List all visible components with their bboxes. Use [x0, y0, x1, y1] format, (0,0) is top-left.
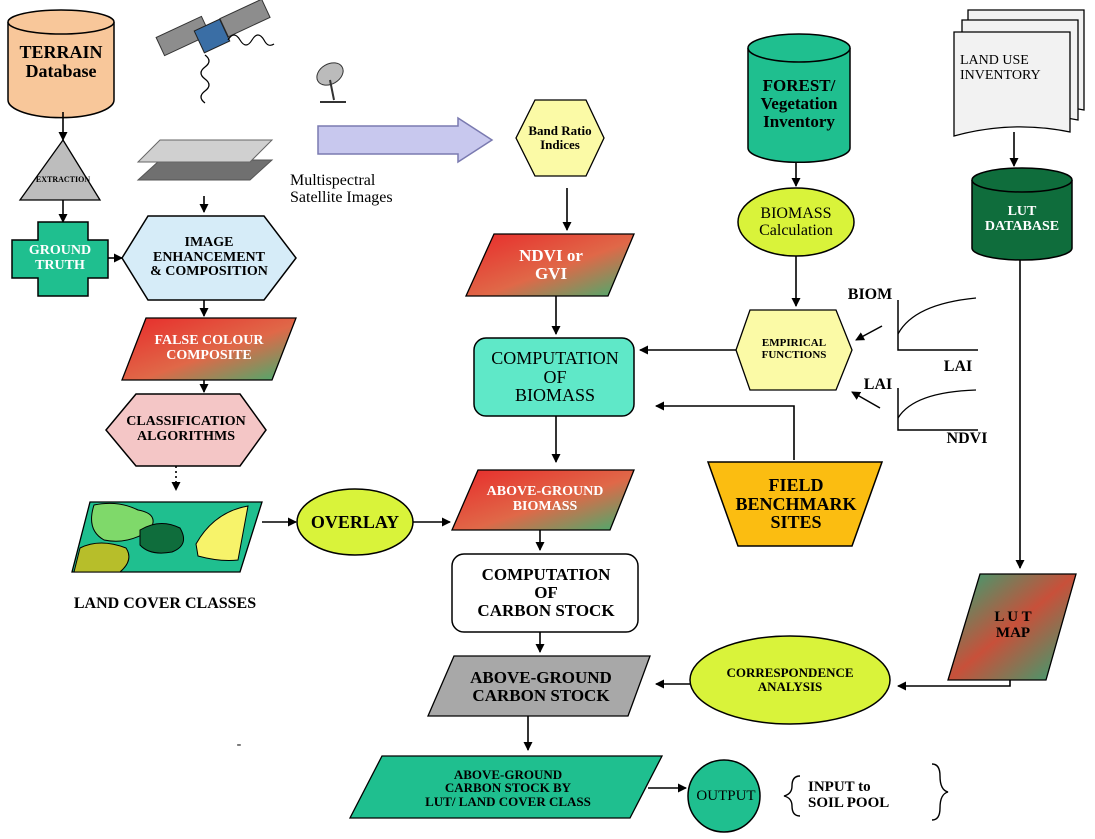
false-colour-label: FALSE COLOUR COMPOSITE — [154, 333, 264, 363]
arrow-biom-to-empirical — [855, 325, 883, 341]
field-benchmark-label: FIELD BENCHMARK SITES — [735, 474, 857, 533]
band-ratio-label: Band Ratio Indices — [528, 123, 592, 152]
arrow-lut-map-to-correspondence — [897, 680, 1011, 691]
lai-axis-label-left: LAI — [863, 375, 893, 393]
land-cover-map — [71, 501, 263, 573]
input-open-brace — [783, 775, 801, 817]
band-ratio-hexagon — [515, 99, 605, 177]
extraction-label: EXTRACTION — [35, 174, 91, 184]
above-ground-biomass-label: ABOVE-GROUND BIOMASS — [486, 484, 604, 514]
ground-truth-label: GROUND TRUTH — [28, 243, 92, 273]
computation-carbon-box — [451, 553, 639, 633]
correspondence-label: CORRESPONDENCE ANALYSIS — [726, 665, 854, 694]
classification-label: CLASSIFICATION ALGORITHMS — [126, 414, 246, 444]
output-label: OUTPUT — [696, 788, 756, 805]
dish-antenna-icon — [316, 62, 346, 103]
carbon-by-lut-label: ABOVE-GROUND CARBON STOCK BY LUT/ LAND C… — [425, 766, 591, 809]
above-ground-carbon-label: ABOVE-GROUND CARBON STOCK — [470, 668, 612, 705]
dash-mark: - — [236, 736, 242, 752]
terrain-database-label: TERRAIN Database — [19, 42, 103, 81]
satellite-to-indices-big-arrow — [317, 116, 494, 164]
output-circle — [687, 759, 761, 833]
lut-database-label: LUT DATABASE — [984, 204, 1060, 234]
biom-axis-label: BIOM — [847, 285, 893, 303]
ground-truth-cross — [11, 221, 109, 297]
computation-biomass-box — [473, 337, 635, 417]
forest-inventory-cylinder — [747, 33, 851, 164]
classification-hexagon — [105, 393, 267, 467]
computation-carbon-label: COMPUTATION OF CARBON STOCK — [477, 565, 615, 620]
lut-database-cylinder — [971, 167, 1073, 261]
field-benchmark-trapezoid — [706, 461, 884, 547]
lai-axis-label-right: LAI — [943, 357, 973, 375]
satellite-icon — [155, 0, 275, 104]
empirical-functions-label: EMPIRICAL FUNCTIONS — [761, 337, 827, 361]
overlay-label: OVERLAY — [310, 511, 400, 532]
biomass-calc-label: BIOMASS Calculation — [759, 205, 833, 239]
lai-ndvi-graph — [897, 388, 978, 431]
carbon-by-lut-parallelogram — [348, 755, 664, 819]
correspondence-ellipse — [689, 635, 891, 725]
forest-inventory-label: FOREST/ Vegetation Inventory — [760, 76, 838, 131]
image-layers-icon — [136, 139, 274, 181]
land-use-documents-icon — [953, 9, 1085, 137]
terrain-database-cylinder — [7, 9, 115, 119]
ndvi-gvi-parallelogram — [464, 233, 635, 297]
above-ground-biomass-parallelogram — [451, 469, 635, 531]
above-ground-carbon-parallelogram — [427, 655, 651, 717]
input-soil-pool-label: INPUT to SOIL POOL — [808, 779, 890, 811]
input-close-brace — [931, 763, 949, 821]
ndvi-axis-label: NDVI — [946, 429, 988, 447]
biom-lai-graph — [897, 297, 978, 351]
multispectral-label: Multispectral Satellite Images — [290, 172, 393, 206]
ndvi-gvi-label: NDVI or GVI — [519, 246, 583, 283]
computation-biomass-label: COMPUTATION OF BIOMASS — [491, 347, 619, 406]
arrow-lai-to-empirical — [851, 391, 881, 409]
false-colour-parallelogram — [121, 317, 297, 381]
extraction-triangle — [18, 138, 102, 201]
image-enhancement-label: IMAGE ENHANCEMENT & COMPOSITION — [150, 234, 268, 280]
arrow-field-to-computation — [655, 401, 795, 460]
land-cover-classes-label: LAND COVER CLASSES — [73, 594, 257, 612]
lut-map-label: L U T MAP — [994, 609, 1032, 641]
land-use-inventory-label: LAND USE INVENTORY — [960, 53, 1041, 83]
image-enhancement-hexagon — [121, 215, 297, 301]
lut-map-parallelogram — [947, 573, 1077, 681]
